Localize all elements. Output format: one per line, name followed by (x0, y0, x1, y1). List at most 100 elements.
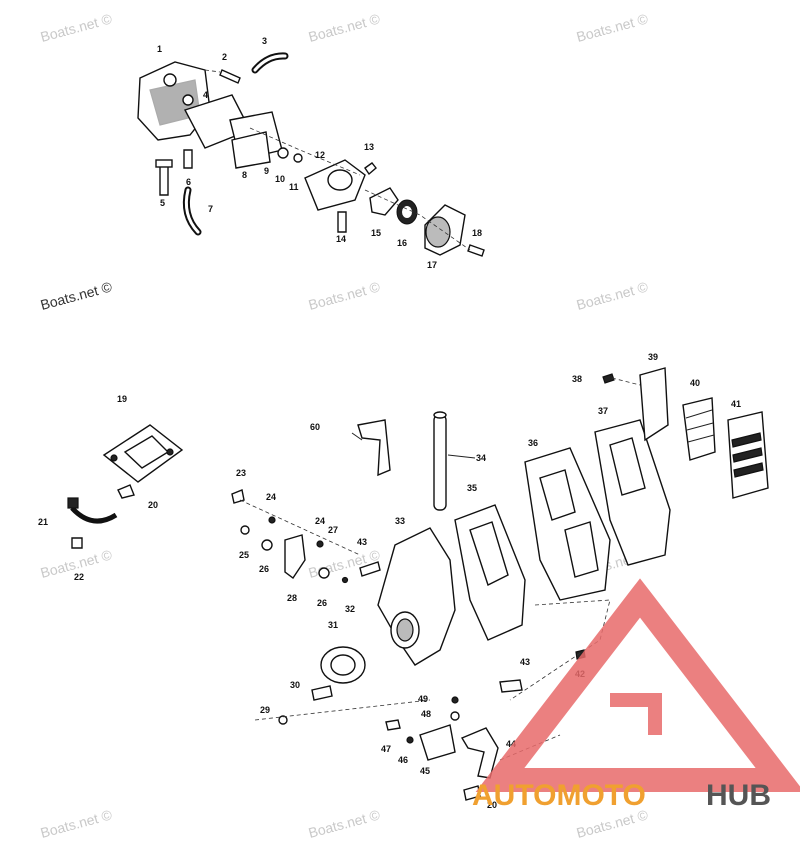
cover-face (425, 216, 451, 248)
reed-stop (639, 367, 669, 442)
part-number: 16 (397, 238, 407, 248)
watermark: Boats.net © (307, 10, 383, 45)
nut (268, 516, 276, 524)
tube (433, 414, 447, 511)
reed-lines (685, 409, 715, 443)
part-number: 35 (467, 483, 477, 493)
fuel-pump-assembly (137, 52, 485, 257)
hose-inner (253, 54, 287, 72)
part-number: 9 (264, 166, 269, 176)
lever (460, 727, 499, 779)
screw (385, 719, 401, 731)
part-number: 23 (236, 468, 246, 478)
bracket (419, 724, 456, 761)
bushing (318, 567, 330, 579)
washer (450, 711, 460, 721)
part-number: 14 (336, 234, 346, 244)
watermark: Boats.net © (307, 806, 383, 841)
seal-ring-hole (402, 206, 412, 218)
bushing (261, 539, 273, 551)
part-number: 26 (317, 598, 327, 608)
bottom-labels: 19 20 21 22 23 24 25 26 24 27 28 26 29 3… (38, 352, 741, 810)
part-number: 46 (398, 755, 408, 765)
screw (364, 162, 377, 176)
part-number: 32 (345, 604, 355, 614)
fitting (183, 149, 193, 169)
stud (231, 489, 245, 504)
part-number: 18 (472, 228, 482, 238)
bolt-head (155, 159, 173, 168)
part-number: 38 (572, 374, 582, 384)
bolt (159, 164, 169, 196)
watermark: Boats.net © (307, 278, 383, 313)
leader-line (509, 599, 611, 701)
part-number: 7 (208, 204, 213, 214)
part-number: 28 (287, 593, 297, 603)
part-number: 45 (420, 766, 430, 776)
manifold-bore-inner (396, 618, 414, 642)
fuel-pump-port (163, 73, 177, 87)
bolt-hole (110, 454, 118, 462)
part-number: 27 (328, 525, 338, 535)
part-number: 20 (487, 800, 497, 810)
leader-line (447, 454, 476, 459)
leader-line (611, 377, 641, 386)
screw (71, 537, 83, 549)
watermark: Boats.net © (575, 10, 651, 45)
part-number: 24 (266, 492, 276, 502)
part-number: 22 (74, 572, 84, 582)
part-number: 3 (262, 36, 267, 46)
bolt (463, 785, 481, 801)
automotohub-logo: AUTOMOTO HUB (472, 578, 800, 812)
reed-block-slots (731, 432, 764, 478)
leader-line (364, 189, 471, 251)
stud (311, 685, 333, 701)
impeller (369, 187, 399, 216)
watermark: Boats.net © (575, 278, 651, 313)
part-number: 43 (357, 537, 367, 547)
gasket (231, 131, 271, 169)
part-number: 30 (290, 680, 300, 690)
fuel-pump-port (182, 94, 194, 106)
part-number: 12 (315, 150, 325, 160)
part-number: 48 (421, 709, 431, 719)
intake-manifold (377, 527, 456, 666)
reed-plate-port (539, 469, 576, 521)
tube-end (433, 411, 447, 419)
part-number: 17 (427, 260, 437, 270)
reed-plate (524, 447, 611, 601)
part-number: 24 (315, 516, 325, 526)
part-number: 10 (275, 174, 285, 184)
intake-assembly (67, 367, 769, 801)
bolt-hole (166, 448, 174, 456)
part-number: 39 (648, 352, 658, 362)
leader-line (239, 499, 361, 556)
part-number: 11 (289, 182, 299, 192)
nut (406, 736, 414, 744)
bracket (357, 419, 391, 477)
clamp-tab (67, 497, 79, 509)
leader-line (254, 699, 431, 721)
logo-text-automoto: AUTOMOTO (472, 779, 646, 812)
bolt (499, 679, 523, 693)
housing-bore (327, 169, 353, 191)
reed-plate-port (564, 521, 599, 578)
part-number: 2 (222, 52, 227, 62)
watermark: Boats.net © (307, 546, 383, 581)
part-number: 26 (259, 564, 269, 574)
part-number: 6 (186, 177, 191, 187)
part-number: 60 (310, 422, 320, 432)
part-number: 43 (520, 657, 530, 667)
part-number: 49 (418, 694, 428, 704)
leader-line (351, 432, 363, 441)
nut (451, 696, 459, 704)
bolt (359, 561, 381, 577)
nut (278, 715, 288, 725)
screw (219, 69, 241, 84)
part-number: 20 (148, 500, 158, 510)
part-number: 33 (395, 516, 405, 526)
pin (341, 576, 349, 584)
part-number: 25 (239, 550, 249, 560)
watermark: Boats.net © (39, 278, 115, 313)
part-number: 15 (371, 228, 381, 238)
